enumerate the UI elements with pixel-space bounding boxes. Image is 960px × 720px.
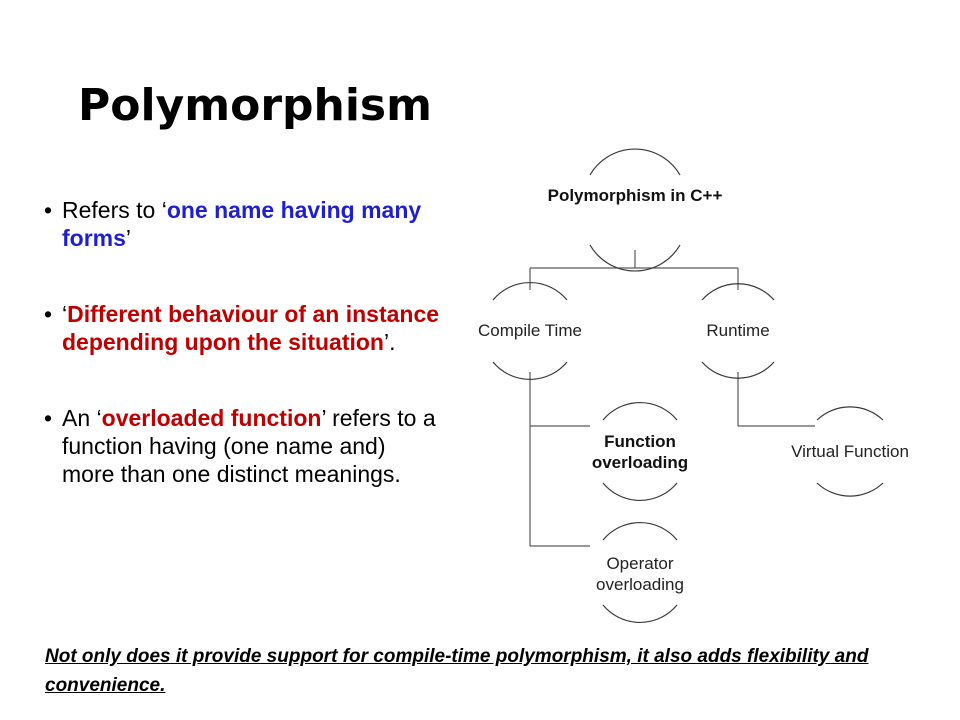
node-virtual-function: Virtual Function (791, 442, 909, 461)
bullet-text-part: ‘ (62, 301, 68, 327)
node-arc (589, 148, 681, 176)
node-arc (602, 604, 678, 623)
node-arc (602, 402, 678, 421)
node-arc (701, 283, 775, 301)
bullet-highlight: overloaded function (101, 405, 322, 431)
bullet-highlight: Different behaviour of an instance depen… (62, 301, 440, 355)
node-arc (816, 482, 884, 497)
bullet-item: • An ‘overloaded function’ refers to a f… (40, 404, 440, 488)
connector-lines (529, 250, 815, 547)
node-arc (816, 406, 884, 421)
node-arc (492, 282, 568, 301)
bullet-dot-icon: • (44, 405, 53, 431)
node-function-overloading: Function overloading (591, 432, 689, 472)
bullet-text-part: ’. (383, 329, 396, 355)
bullet-list: • Refers to ‘one name having many forms’… (40, 196, 440, 536)
node-arc (589, 244, 681, 272)
bullet-text-part: ’ (125, 225, 132, 251)
node-arc (602, 482, 678, 501)
bullet-text-part: ’ refers to a function having (one name … (62, 405, 436, 487)
bullet-item: • ‘Different behaviour of an instance de… (40, 300, 440, 356)
node-runtime: Runtime (706, 321, 770, 340)
node-arc (492, 361, 568, 380)
node-compile-time: Compile Time (478, 321, 582, 340)
node-root: Polymorphism in C++ (547, 186, 723, 205)
bullet-item: • Refers to ‘one name having many forms’ (40, 196, 440, 252)
node-arc (602, 522, 678, 541)
bullet-dot-icon: • (44, 301, 53, 327)
slide-title: Polymorphism (78, 80, 432, 131)
bullet-text-part: Refers to ‘ (62, 197, 167, 223)
node-operator-overloading: Operator overloading (596, 554, 684, 594)
footer-note: Not only does it provide support for com… (45, 646, 869, 696)
node-arcs (492, 148, 884, 623)
bullet-text-part: An ‘ (62, 405, 102, 431)
bullet-dot-icon: • (44, 197, 53, 223)
bullet-highlight: one name having many forms (62, 197, 422, 251)
node-arc (701, 361, 775, 379)
